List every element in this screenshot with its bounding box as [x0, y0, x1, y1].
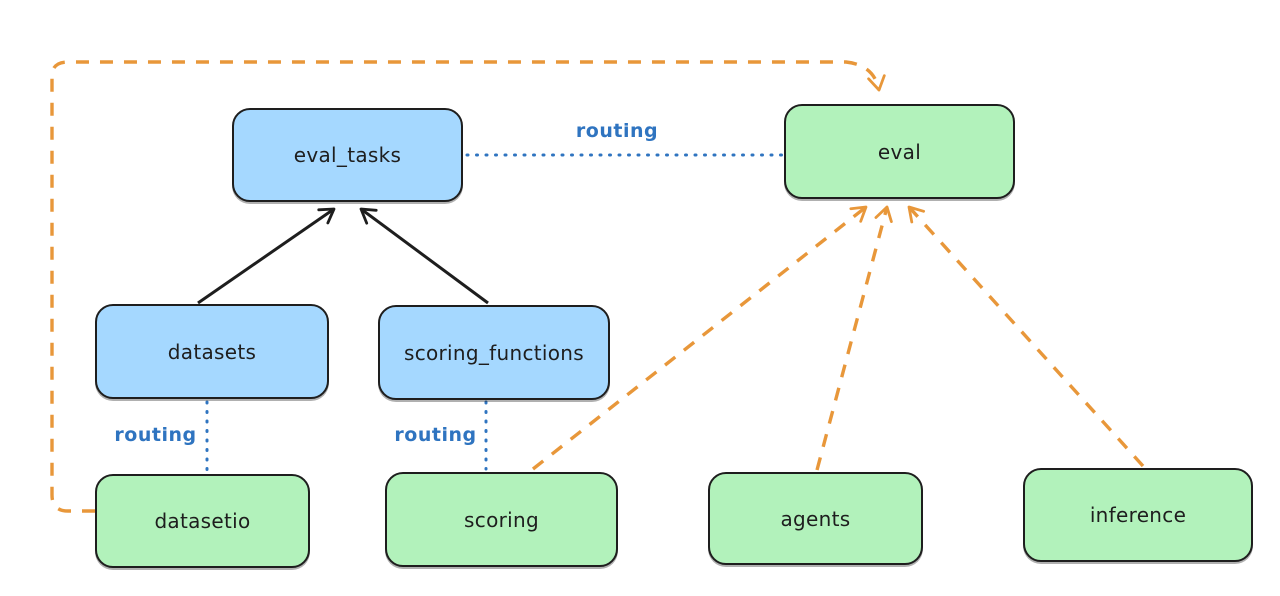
- node-datasetio: datasetio: [95, 474, 310, 568]
- node-scoring: scoring: [385, 472, 618, 567]
- node-scoring-label: scoring: [464, 507, 539, 532]
- edge-agents-to-eval: [815, 205, 893, 471]
- edge-datasets-to-eval-tasks: [197, 207, 336, 305]
- routing-label-scoring-functions-scoring: routing: [394, 424, 477, 446]
- node-eval: eval: [784, 104, 1015, 199]
- node-eval-tasks-label: eval_tasks: [293, 143, 402, 167]
- routing-label-eval-tasks-eval: routing: [575, 120, 659, 142]
- edge-scoring-functions-to-eval-tasks: [359, 207, 489, 305]
- node-datasets-label: datasets: [167, 339, 257, 364]
- node-datasets: datasets: [95, 304, 329, 399]
- node-inference-label: inference: [1089, 503, 1187, 527]
- node-eval-tasks: eval_tasks: [232, 108, 463, 202]
- node-agents: agents: [708, 472, 923, 565]
- edge-inference-to-eval: [907, 205, 1145, 468]
- node-inference: inference: [1023, 468, 1253, 562]
- node-agents-label: agents: [780, 506, 851, 531]
- node-scoring-functions-label: scoring_functions: [403, 340, 585, 365]
- node-eval-label: eval: [877, 139, 922, 164]
- edge-datasetio-to-eval-loop: [50, 60, 886, 513]
- node-datasetio-label: datasetio: [154, 509, 251, 533]
- routing-label-datasets-datasetio: routing: [114, 424, 197, 446]
- node-scoring-functions: scoring_functions: [378, 305, 610, 400]
